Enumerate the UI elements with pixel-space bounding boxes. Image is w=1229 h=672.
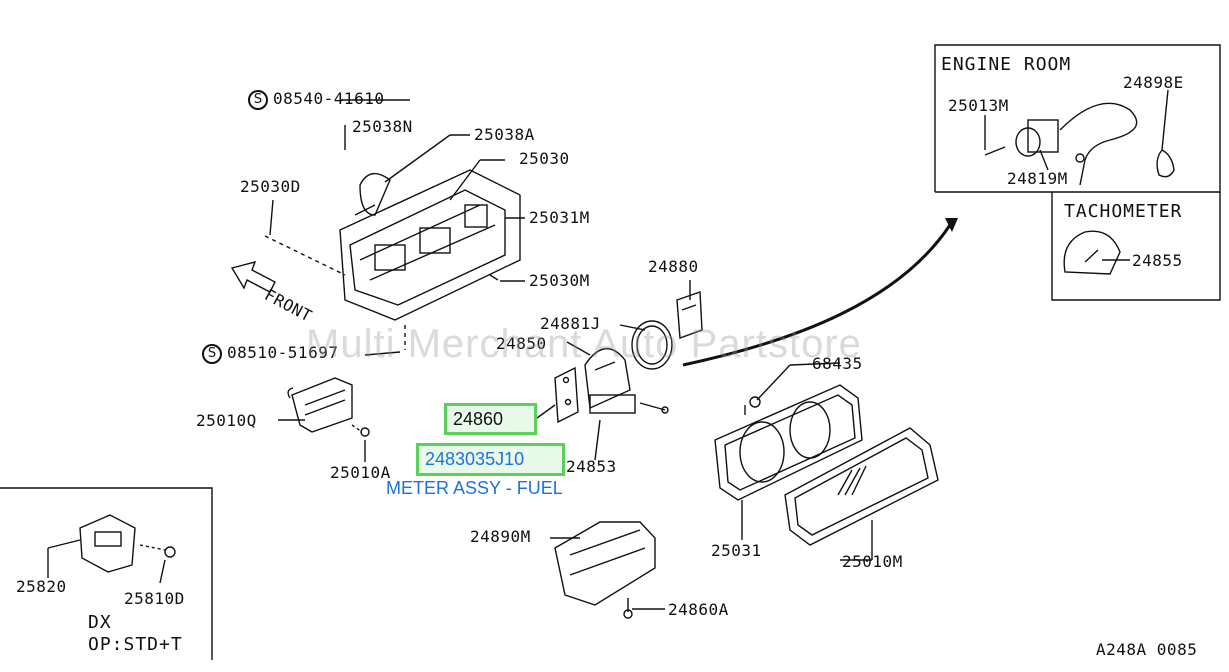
diagram-code: A248A 0085 xyxy=(1096,640,1198,659)
bracket-25010q-drawing xyxy=(287,377,370,437)
meter-glass-drawing xyxy=(784,427,939,546)
part-label[interactable]: 25038N xyxy=(352,117,413,136)
part-label[interactable]: 25013M xyxy=(948,96,1009,115)
part-label[interactable]: 24819M xyxy=(1007,169,1068,188)
part-label[interactable]: 25031M xyxy=(529,208,590,227)
watermark: Multi Merchant Auto Partstore xyxy=(306,322,862,366)
part-label[interactable]: 25820 xyxy=(16,577,67,596)
option-note: OP:STD+T xyxy=(88,634,183,655)
dx-switch-drawing xyxy=(79,514,176,573)
part-label[interactable]: 24853 xyxy=(566,457,617,476)
part-label[interactable]: 24890M xyxy=(470,527,531,546)
part-label[interactable]: 08540-41610 xyxy=(273,89,385,108)
part-description: METER ASSY - FUEL xyxy=(386,478,563,498)
part-label[interactable]: 25030 xyxy=(519,149,570,168)
part-label[interactable]: 25031 xyxy=(711,541,762,560)
part-label[interactable]: 25810D xyxy=(124,589,185,608)
tachometer-title: TACHOMETER xyxy=(1064,201,1183,222)
meter-housing-drawing xyxy=(264,169,521,350)
tachometer-drawing xyxy=(1063,230,1121,275)
sender-drawing xyxy=(984,102,1175,186)
leader-lines xyxy=(47,89,1169,610)
engine-room-box xyxy=(934,44,1221,193)
screw-symbol-icon: S xyxy=(202,344,222,364)
part-label[interactable]: 08510-51697 xyxy=(227,343,339,362)
part-label[interactable]: 68435 xyxy=(812,354,863,373)
big-arrow xyxy=(682,224,952,367)
part-label[interactable]: 25038A xyxy=(474,125,535,144)
part-label[interactable]: 24850 xyxy=(496,334,547,353)
part-label[interactable]: 25010M xyxy=(842,552,903,571)
part-label[interactable]: 25010A xyxy=(330,463,391,482)
highlighted-part-code[interactable]: 2483035J10 xyxy=(416,443,565,476)
part-label[interactable]: 24898E xyxy=(1123,73,1184,92)
front-arrow xyxy=(230,260,276,293)
engine-room-title: ENGINE ROOM xyxy=(941,54,1072,75)
fuel-meter-drawing xyxy=(554,291,703,424)
dx-note: DX xyxy=(88,612,112,633)
highlighted-part-number[interactable]: 24860 xyxy=(444,403,537,435)
screw-symbol-icon: S xyxy=(248,90,268,110)
part-label[interactable]: 25030M xyxy=(529,271,590,290)
lower-housing-drawing xyxy=(554,521,656,619)
meter-case-drawing xyxy=(714,384,863,501)
part-label[interactable]: 24881J xyxy=(540,314,601,333)
part-label[interactable]: 24860A xyxy=(668,600,729,619)
part-label[interactable]: 25010Q xyxy=(196,411,257,430)
part-label[interactable]: 24880 xyxy=(648,257,699,276)
part-label[interactable]: 24855 xyxy=(1132,251,1183,270)
part-label[interactable]: 25030D xyxy=(240,177,301,196)
tachometer-box xyxy=(1051,192,1221,301)
dx-box xyxy=(0,487,213,660)
